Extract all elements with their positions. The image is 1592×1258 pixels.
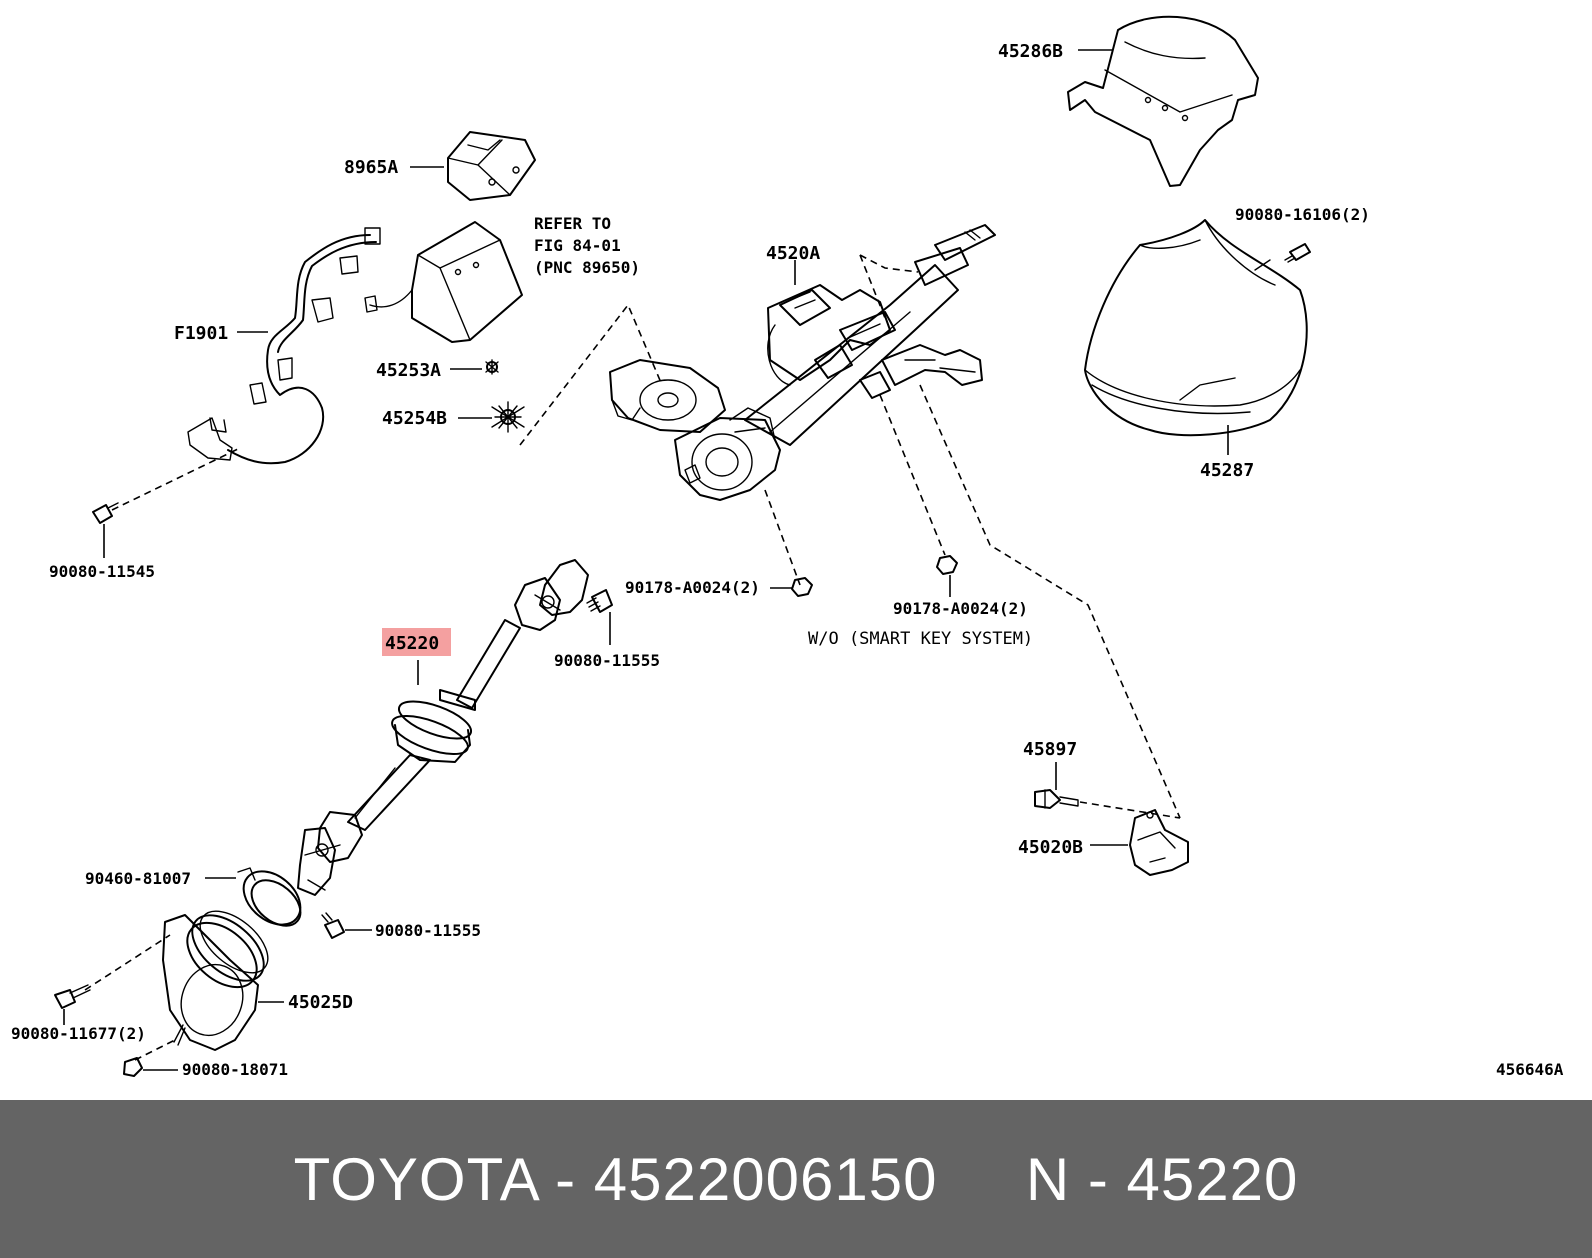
part-45253A: [450, 359, 499, 375]
callout-90080-11555-a: 90080-11555: [554, 651, 660, 670]
callout-8965A: 8965A: [344, 157, 398, 178]
part-90080-11545-screw: [92, 447, 241, 558]
part-90080-18071-nut: [123, 1039, 178, 1077]
callout-90080-11677: 90080-11677(2): [11, 1024, 146, 1043]
figure-code: 456646A: [1496, 1060, 1564, 1079]
callout-90178-A0024-a: 90178-A0024(2): [625, 578, 760, 597]
part-90080-11677-bolt: [54, 934, 171, 1025]
callout-45287: 45287: [1200, 460, 1254, 481]
dashed-leader-bolt-upper: [859, 254, 919, 273]
highlight-45220: [382, 628, 451, 656]
footer-part-title: TOYOTA - 4522006150 N - 45220: [293, 1145, 1299, 1213]
note-wo-smart-key: W/O (SMART KEY SYSTEM): [808, 629, 1033, 649]
callout-F1901: F1901: [174, 323, 228, 344]
callout-90080-11545: 90080-11545: [49, 562, 155, 581]
callout-45220: 45220: [385, 633, 439, 654]
callout-45254B: 45254B: [382, 408, 447, 429]
callout-90080-16106: 90080-16106(2): [1235, 205, 1370, 224]
dashed-leader-45254B: [519, 303, 663, 446]
part-90178-A0024-nut-a: [770, 577, 813, 597]
callout-90460-81007: 90460-81007: [85, 869, 191, 888]
part-90460-81007-clamp: [205, 867, 302, 927]
dashed-leader-45897: [1079, 801, 1181, 819]
callout-45020B: 45020B: [1018, 837, 1083, 858]
part-90080-11555-bolt-a: [586, 589, 613, 645]
part-4520A-steering-column: [609, 224, 996, 501]
refer-to-line2: FIG 84-01: [534, 236, 621, 255]
part-45287-lower-cover: [1084, 219, 1308, 455]
part-45220-intermediate-shaft: [297, 559, 589, 896]
callout-45253A: 45253A: [376, 360, 441, 381]
refer-to-line1: REFER TO: [534, 214, 611, 233]
part-45286B-upper-cover: [1067, 15, 1259, 187]
dashed-leader-upper-a: [859, 254, 886, 319]
dashed-leader-45020B: [919, 384, 1181, 819]
callout-45897: 45897: [1023, 739, 1077, 760]
callout-45286B: 45286B: [998, 41, 1063, 62]
part-45025D-hole-cover: [162, 910, 284, 1051]
callout-90080-18071: 90080-18071: [182, 1060, 288, 1079]
dashed-leader-nut-b: [879, 394, 946, 556]
callout-90178-A0024-b: 90178-A0024(2): [893, 599, 1028, 618]
part-F1901-wire-harness: [187, 227, 381, 465]
callout-4520A: 4520A: [766, 243, 820, 264]
part-8965A-module: [410, 131, 536, 201]
dashed-leader-nut-a: [764, 489, 801, 586]
callout-45025D: 45025D: [288, 992, 353, 1013]
part-90178-A0024-nut-b: [936, 555, 958, 597]
callout-90080-11555-b: 90080-11555: [375, 921, 481, 940]
part-90080-16106-bolt: [1284, 243, 1311, 263]
part-45254B: [458, 401, 525, 433]
part-45020B: [1090, 809, 1189, 876]
part-90080-11555-bolt-b: [321, 912, 372, 939]
parts-diagram: 45286B 8965A REFER TO FIG 84-01 (PNC 896…: [11, 15, 1564, 1079]
footer-banner: TOYOTA - 4522006150 N - 45220: [0, 1100, 1592, 1258]
part-transponder-reference: [364, 221, 523, 343]
part-45897: [1034, 762, 1079, 809]
refer-to-line3: (PNC 89650): [534, 258, 640, 277]
